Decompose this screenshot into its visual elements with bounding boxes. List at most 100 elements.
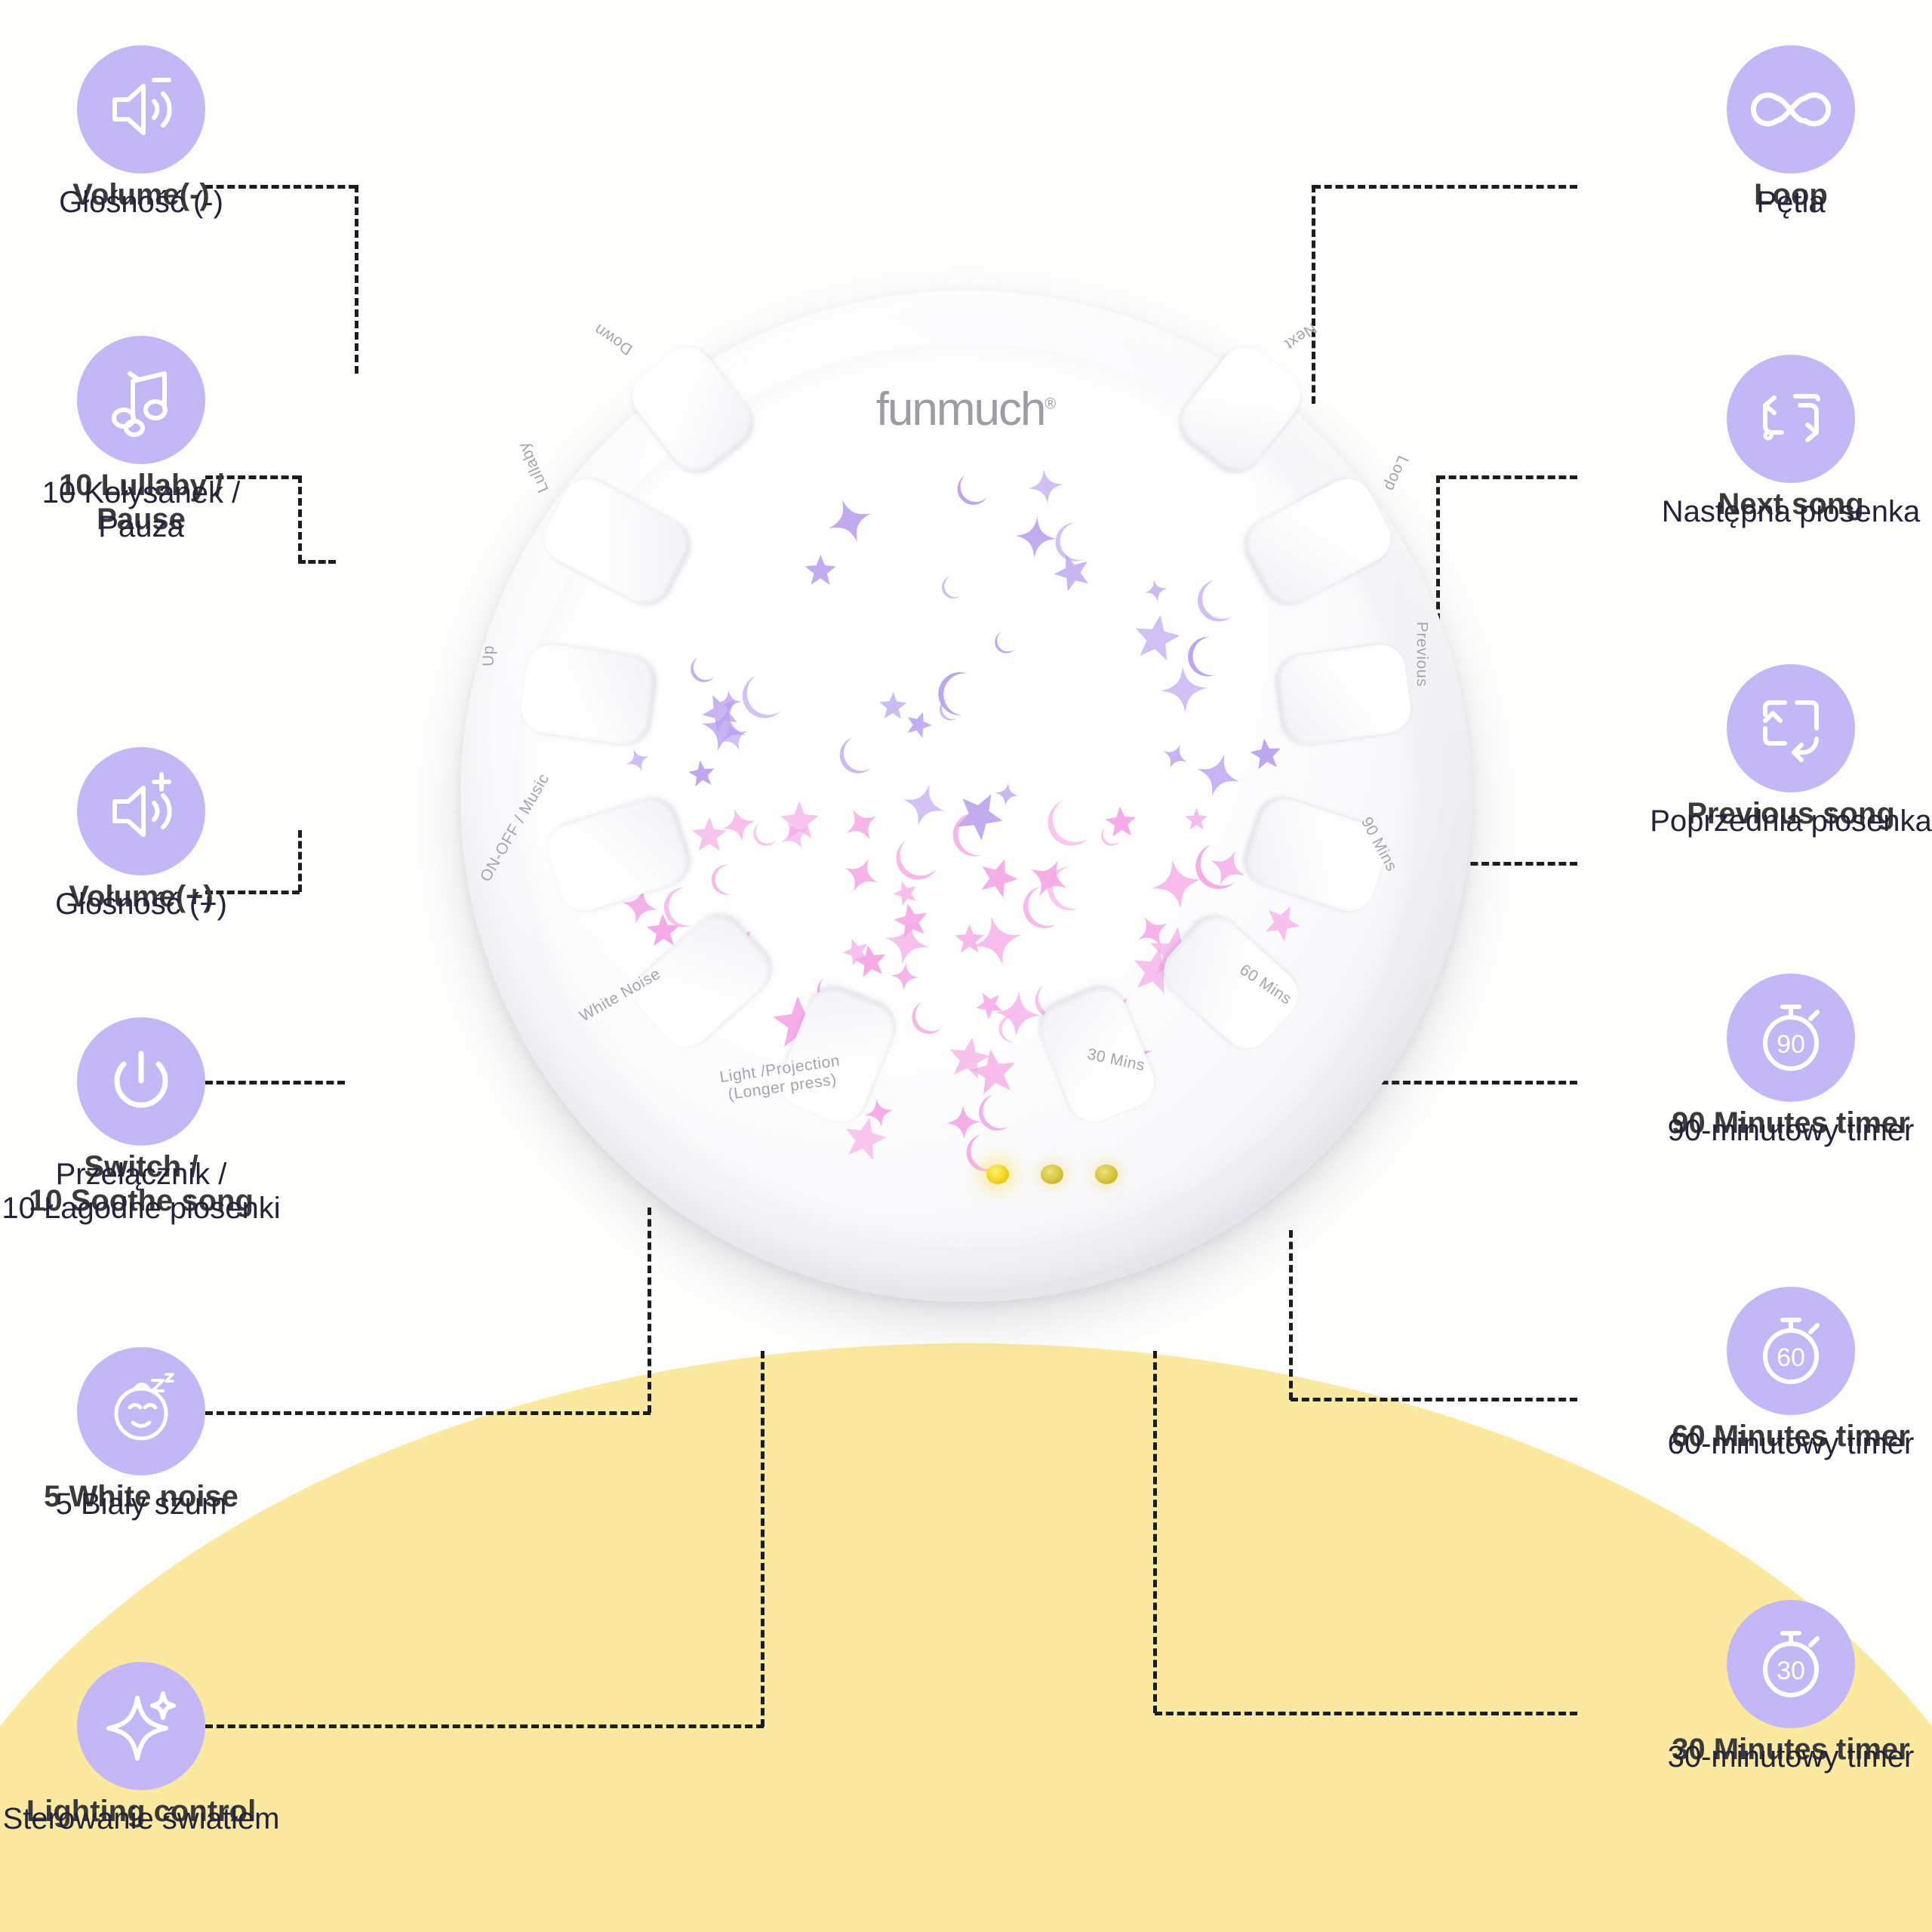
- star-projection-svg: [618, 466, 1321, 1174]
- previous-track-icon: [1763, 700, 1819, 762]
- leader-line-timer30-v: [1153, 1351, 1157, 1713]
- leader-line-timer60-v: [1289, 1230, 1293, 1400]
- leader-line-next-v: [1436, 475, 1440, 747]
- led-indicator-1: [986, 1164, 1009, 1184]
- callout-lullaby-en: 10 Lullaby /Pause: [0, 469, 375, 537]
- callout-timer-90[interactable]: 90 90 Minutes timer 90-minutowy timer: [1668, 974, 1914, 1147]
- callout-volume-minus-pl: Głośność (-): [59, 186, 223, 219]
- callout-power-switch[interactable]: Switch /10 Soothe song Przełącznik /10 Ł…: [2, 1017, 281, 1225]
- timer-30-bubble[interactable]: 30: [1727, 1600, 1855, 1728]
- brand-name: funmuch: [875, 383, 1047, 435]
- callout-volume-plus-pl: Głośność (+): [55, 888, 227, 921]
- power-switch-bubble[interactable]: [77, 1017, 205, 1146]
- device-label-up: Up: [480, 645, 498, 667]
- volume-plus-icon: [112, 772, 172, 837]
- callout-next-song-en: Next song: [1718, 488, 1864, 521]
- callout-loop[interactable]: Loop Pętla: [1727, 45, 1855, 219]
- timer-60-value: 60: [1777, 1343, 1805, 1372]
- callout-previous-song[interactable]: Previous song Poprzednia piosenka: [1650, 664, 1932, 838]
- timer-30-value: 30: [1777, 1657, 1805, 1685]
- callout-lullaby-en-l2: Pause: [97, 502, 186, 536]
- callout-timer-60-pl: 60-minutowy timer: [1667, 1427, 1915, 1460]
- leader-line-white-noise-h: [205, 1411, 651, 1415]
- leader-line-volume-minus-v: [355, 185, 358, 374]
- leader-line-timer60-h: [1291, 1398, 1577, 1401]
- leader-line-lullaby-h2: [298, 560, 336, 564]
- volume-plus-bubble[interactable]: [77, 747, 205, 875]
- brand-logo: funmuch®: [460, 383, 1472, 436]
- led-indicator-group: [986, 1164, 1118, 1184]
- callout-timer-30-en: 30 Minutes timer: [1672, 1733, 1910, 1766]
- white-noise-bubble[interactable]: [77, 1347, 205, 1475]
- callout-lullaby-pl-l1: 10 Kołysanek /: [42, 476, 241, 509]
- leader-line-lighting-v: [761, 1351, 764, 1727]
- leader-line-volume-plus-v: [298, 830, 302, 892]
- leader-line-loop-v: [1312, 185, 1315, 404]
- led-indicator-3: [1095, 1164, 1118, 1184]
- callout-power-switch-pl: Przełącznik /10 Łagodne piosenki: [0, 1158, 375, 1226]
- callout-white-noise[interactable]: 5 White noise 5 Biały szum: [44, 1347, 238, 1521]
- device-label-previous: Previous: [1413, 621, 1431, 688]
- leader-line-lullaby-v: [298, 475, 302, 562]
- leader-line-next-h: [1438, 475, 1577, 479]
- leader-line-volume-minus-h: [205, 185, 356, 189]
- leader-line-timer90-h: [1358, 1081, 1577, 1084]
- device-label-lullaby: Lullaby: [515, 439, 552, 496]
- callout-timer-30-pl: 30-minutowy timer: [1667, 1740, 1915, 1774]
- callout-next-song[interactable]: Next song Następna piosenka: [1662, 355, 1920, 528]
- timer-60-bubble[interactable]: 60: [1727, 1287, 1855, 1415]
- volume-minus-bubble[interactable]: [77, 45, 205, 174]
- callout-previous-song-en: Previous song: [1687, 797, 1895, 830]
- timer-60-icon: 60: [1763, 1318, 1820, 1384]
- callout-lullaby-en-l1: 10 Lullaby /: [59, 469, 223, 502]
- previous-song-bubble[interactable]: [1727, 664, 1855, 792]
- callout-power-pl-l2: 10 Łagodne piosenki: [2, 1191, 281, 1225]
- callout-lighting-control[interactable]: Lighting control Sterowanie światłem: [3, 1662, 279, 1835]
- callout-timer-90-pl: 90-minutowy timer: [1667, 1114, 1915, 1147]
- brand-registered-mark: ®: [1044, 395, 1057, 413]
- sparkle-icon: [106, 1690, 176, 1761]
- callout-volume-minus[interactable]: Volume(-) Głośność (-): [59, 45, 223, 219]
- callout-lullaby[interactable]: 10 Lullaby /Pause 10 Kołysanek /Pauza: [42, 336, 240, 543]
- leader-line-lullaby-h: [205, 475, 300, 479]
- callout-power-en-l1: Switch /: [84, 1150, 198, 1183]
- leader-line-previous-h: [1426, 862, 1577, 866]
- infinity-loop-icon: [1750, 92, 1832, 127]
- led-indicator-2: [1041, 1164, 1063, 1184]
- next-track-icon: [1763, 394, 1820, 442]
- lullaby-bubble[interactable]: [77, 336, 205, 464]
- music-note-icon: [112, 371, 168, 437]
- device-label-next: Next: [1281, 319, 1320, 353]
- volume-minus-icon: [112, 78, 172, 135]
- leader-line-white-noise-v: [648, 1208, 651, 1413]
- callout-volume-minus-en: Volume(-): [72, 178, 210, 211]
- callout-lighting-control-pl: Sterowanie światłem: [2, 1802, 280, 1835]
- lighting-control-bubble[interactable]: [77, 1662, 205, 1790]
- device-face: [512, 343, 1420, 1250]
- leader-line-power-h: [205, 1081, 345, 1084]
- sound-machine-device: funmuch® Down Lullaby: [460, 291, 1472, 1302]
- callout-loop-en: Loop: [1754, 178, 1828, 211]
- timer-90-bubble[interactable]: 90: [1727, 974, 1855, 1102]
- callout-white-noise-pl: 5 Biały szum: [55, 1487, 227, 1521]
- callout-timer-90-en: 90 Minutes timer: [1672, 1106, 1910, 1140]
- callout-power-pl-l1: Przełącznik /: [55, 1158, 227, 1191]
- next-song-bubble[interactable]: [1727, 355, 1855, 483]
- device-button-up[interactable]: [518, 641, 658, 748]
- loop-bubble[interactable]: [1727, 45, 1855, 174]
- callout-timer-60[interactable]: 60 60 Minutes timer 60-minutowy timer: [1668, 1287, 1914, 1460]
- leader-line-volume-plus-h: [205, 891, 300, 894]
- callout-previous-song-pl: Poprzednia piosenka: [1650, 804, 1932, 838]
- leader-line-timer30-h: [1155, 1712, 1577, 1715]
- timer-90-icon: 90: [1763, 1004, 1820, 1071]
- callout-power-switch-en: Switch /10 Soothe song: [0, 1150, 375, 1218]
- callout-next-song-pl: Następna piosenka: [1661, 495, 1921, 528]
- callout-volume-plus[interactable]: Volume(+) Głośność (+): [55, 747, 227, 921]
- device-button-previous[interactable]: [1274, 641, 1414, 748]
- device-label-down: Down: [591, 320, 636, 358]
- power-icon: [114, 1051, 168, 1108]
- callout-volume-plus-en: Volume(+): [69, 880, 214, 913]
- callout-timer-30[interactable]: 30 30 Minutes timer 30-minutowy timer: [1668, 1600, 1914, 1774]
- callout-lullaby-pl-l2: Pauza: [98, 509, 184, 543]
